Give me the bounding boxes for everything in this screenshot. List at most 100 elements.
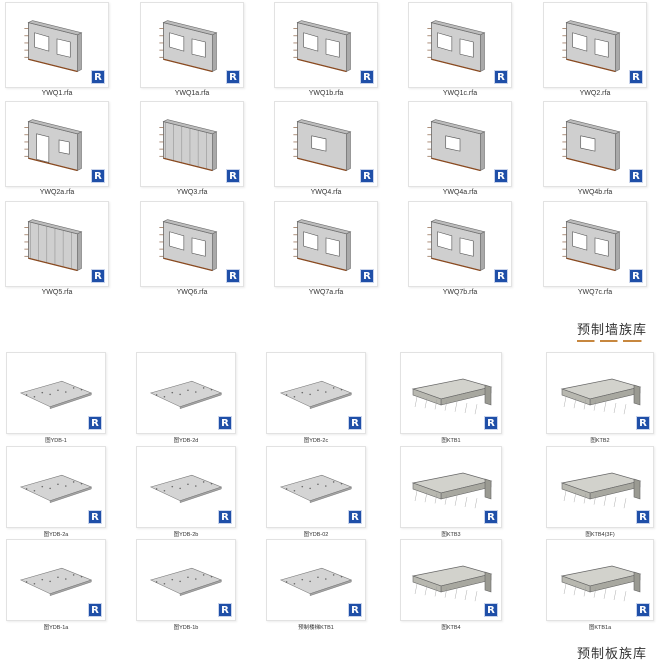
family-thumbnail[interactable]: R — [408, 101, 512, 187]
family-preview-image — [149, 380, 223, 410]
family-tile[interactable]: R YWQ7c.rfa — [543, 201, 647, 299]
revit-logo-icon: R — [484, 510, 498, 524]
family-thumbnail[interactable]: R — [546, 352, 654, 434]
family-preview-image — [411, 565, 493, 602]
family-thumbnail[interactable]: R — [274, 2, 378, 88]
family-thumbnail[interactable]: R — [274, 101, 378, 187]
family-tile[interactable]: R YWQ1b.rfa — [274, 2, 378, 100]
family-thumbnail[interactable]: R — [6, 446, 106, 528]
family-thumbnail[interactable]: R — [140, 201, 244, 287]
revit-logo-icon: R — [360, 169, 374, 183]
family-preview-image — [159, 219, 218, 272]
family-thumbnail[interactable]: R — [543, 2, 647, 88]
slab-library-title: 预制板族库 — [577, 647, 648, 662]
family-thumbnail[interactable]: R — [136, 352, 236, 434]
family-file-label: 图KTB4 — [441, 625, 461, 631]
family-thumbnail[interactable]: R — [140, 101, 244, 187]
family-thumbnail[interactable]: R — [6, 539, 106, 621]
family-thumbnail[interactable]: R — [5, 2, 109, 88]
family-tile[interactable]: R 图YDB-2d — [136, 352, 236, 444]
revit-logo-icon: R — [91, 169, 105, 183]
family-preview-image — [19, 474, 93, 504]
revit-logo-icon: R — [629, 169, 643, 183]
family-file-label: YWQ7c.rfa — [577, 289, 613, 296]
family-thumbnail[interactable]: R — [543, 201, 647, 287]
family-thumbnail[interactable]: R — [400, 352, 502, 434]
revit-logo-icon: R — [636, 603, 650, 617]
family-thumbnail[interactable]: R — [543, 101, 647, 187]
family-thumbnail[interactable]: R — [5, 201, 109, 287]
family-file-label: 预制楼梯KTB1 — [298, 625, 334, 631]
revit-logo-icon: R — [360, 70, 374, 84]
family-tile[interactable]: R YWQ4.rfa — [274, 101, 378, 199]
family-tile[interactable]: R 预制楼梯KTB1 — [266, 539, 366, 631]
family-thumbnail[interactable]: R — [266, 539, 366, 621]
family-thumbnail[interactable]: R — [408, 2, 512, 88]
family-preview-image — [279, 380, 353, 410]
revit-logo-icon: R — [629, 269, 643, 283]
family-file-label: 图KTB3 — [441, 532, 461, 538]
family-thumbnail[interactable]: R — [400, 539, 502, 621]
family-tile[interactable]: R YWQ1a.rfa — [140, 2, 244, 100]
family-tile[interactable]: R YWQ2a.rfa — [5, 101, 109, 199]
revit-logo-icon: R — [494, 269, 508, 283]
family-tile[interactable]: R 图KTB4 — [400, 539, 502, 631]
revit-logo-icon: R — [636, 510, 650, 524]
family-file-label: 图YDB-1b — [173, 625, 199, 631]
family-tile[interactable]: R YWQ4b.rfa — [543, 101, 647, 199]
revit-logo-icon: R — [629, 70, 643, 84]
family-thumbnail[interactable]: R — [266, 446, 366, 528]
revit-logo-icon: R — [348, 603, 362, 617]
revit-logo-icon: R — [91, 70, 105, 84]
family-preview-image — [24, 20, 83, 73]
family-file-label: 图YDB-2d — [173, 438, 199, 444]
family-file-label: YWQ4b.rfa — [577, 189, 613, 196]
family-tile[interactable]: R YWQ1c.rfa — [408, 2, 512, 100]
family-file-label: YWQ1c.rfa — [442, 90, 478, 97]
family-preview-image — [293, 219, 352, 272]
family-file-label: YWQ2a.rfa — [39, 189, 75, 196]
family-tile[interactable]: R 图KTB3 — [400, 446, 502, 538]
family-thumbnail[interactable]: R — [408, 201, 512, 287]
family-thumbnail[interactable]: R — [546, 446, 654, 528]
family-thumbnail[interactable]: R — [140, 2, 244, 88]
family-tile[interactable]: R 图YDB-1b — [136, 539, 236, 631]
family-file-label: YWQ1a.rfa — [174, 90, 210, 97]
family-preview-image — [562, 219, 621, 272]
family-thumbnail[interactable]: R — [6, 352, 106, 434]
family-thumbnail[interactable]: R — [274, 201, 378, 287]
family-file-label: YWQ4.rfa — [310, 189, 342, 196]
family-file-label: YWQ6.rfa — [176, 289, 208, 296]
family-tile[interactable]: R YWQ1.rfa — [5, 2, 109, 100]
family-tile[interactable]: R YWQ6.rfa — [140, 201, 244, 299]
family-thumbnail[interactable]: R — [400, 446, 502, 528]
family-file-label: YWQ1b.rfa — [308, 90, 344, 97]
family-preview-image — [562, 20, 621, 73]
wall-library-title: 预制墙族库 — [577, 319, 648, 342]
family-thumbnail[interactable]: R — [5, 101, 109, 187]
family-preview-image — [411, 472, 493, 509]
family-thumbnail[interactable]: R — [546, 539, 654, 621]
family-preview-image — [279, 567, 353, 597]
family-thumbnail[interactable]: R — [136, 446, 236, 528]
family-file-label: YWQ1.rfa — [41, 90, 73, 97]
family-thumbnail[interactable]: R — [136, 539, 236, 621]
family-thumbnail[interactable]: R — [266, 352, 366, 434]
